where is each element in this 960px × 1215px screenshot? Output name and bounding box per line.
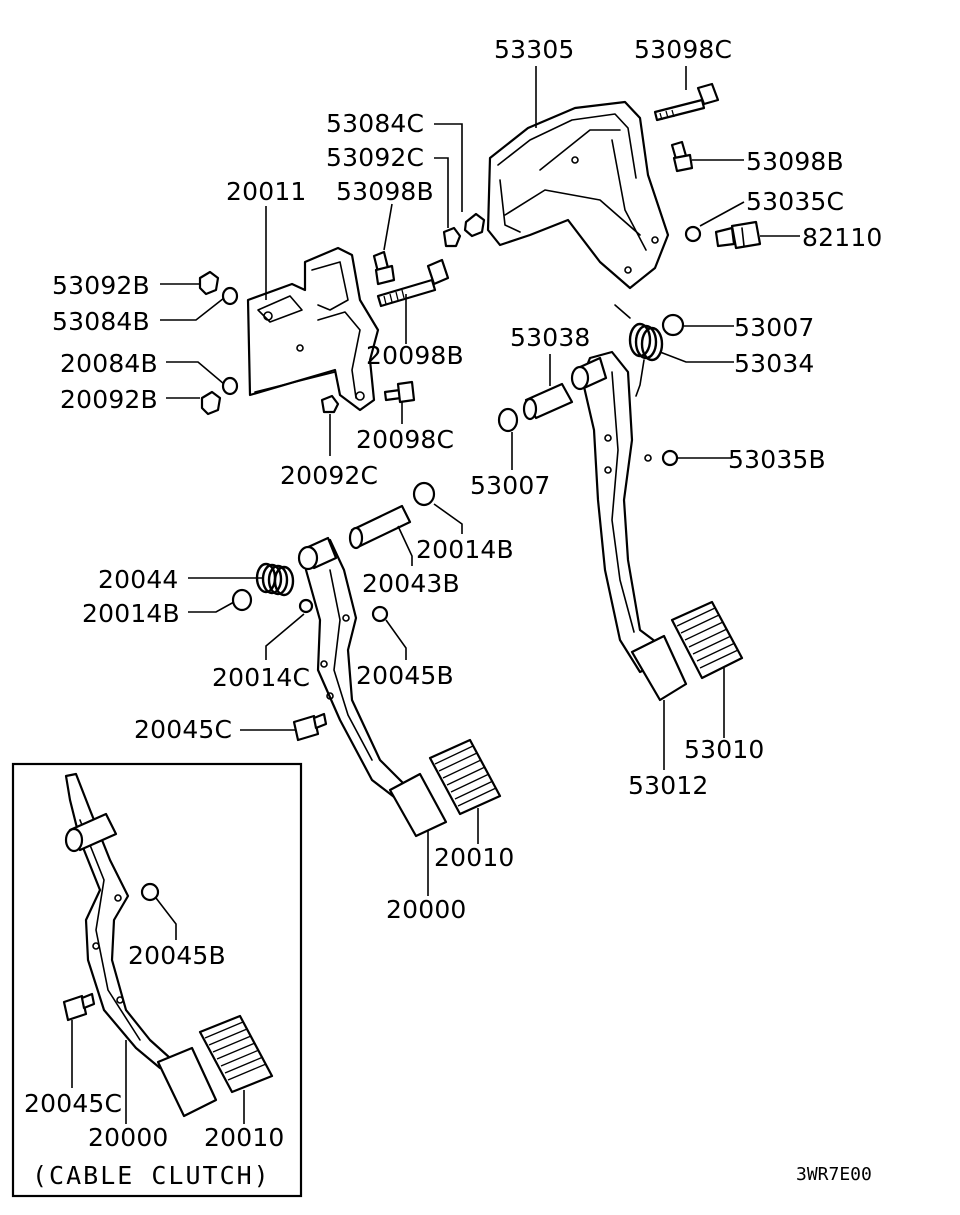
label-53035b: 53035B (728, 445, 826, 474)
nut-20092c (320, 394, 340, 414)
stopper-20045b (371, 605, 389, 623)
bushing-53007-left (497, 407, 519, 433)
label-20098c: 20098C (356, 425, 454, 454)
label-53007-left: 53007 (470, 471, 551, 500)
inset-clutch-pedal-lever (64, 772, 172, 1070)
bushing-20014c (298, 598, 314, 614)
bolt-53098b-left (372, 250, 396, 286)
label-20014b-left: 20014B (82, 599, 180, 628)
diagram-code: 3WR7E00 (796, 1164, 872, 1185)
leader-lines (160, 66, 800, 896)
label-53084c: 53084C (326, 109, 424, 138)
label-20098b: 20098B (366, 341, 464, 370)
clutch-pedal-boss (297, 536, 338, 571)
stopper-53035c (684, 225, 702, 243)
bushing-20014b-left (231, 588, 253, 612)
brake-pedal-boss (570, 356, 608, 391)
brake-pedal-pad (670, 600, 744, 680)
label-20000: 20000 (386, 895, 467, 924)
label-53098b-right: 53098B (746, 147, 844, 176)
stopper-53035b (661, 449, 679, 467)
inset-label-20045b: 20045B (128, 941, 226, 970)
nut-20092b (200, 390, 222, 416)
label-53034: 53034 (734, 349, 815, 378)
label-20092c: 20092C (280, 461, 378, 490)
inset-clutch-pedal-pad (198, 1014, 274, 1094)
label-20011: 20011 (226, 177, 307, 206)
bolt-53098c (653, 82, 720, 122)
label-53084b: 53084B (52, 307, 150, 336)
label-20045b: 20045B (356, 661, 454, 690)
label-53305: 53305 (494, 35, 575, 64)
label-20044: 20044 (98, 565, 179, 594)
sleeve-20043b (348, 504, 412, 550)
label-53012: 53012 (628, 771, 709, 800)
stop-lamp-switch (714, 220, 762, 250)
washer-20084b (221, 376, 239, 396)
bushing-53007-right (661, 313, 685, 337)
clutch-pedal-foot (388, 772, 448, 838)
label-53010: 53010 (684, 735, 765, 764)
label-20010: 20010 (434, 843, 515, 872)
nut-53092b (198, 270, 220, 296)
brake-pedal-foot (630, 634, 688, 702)
label-20014b-top: 20014B (416, 535, 514, 564)
inset-stopper-20045c (62, 992, 96, 1022)
label-20092b: 20092B (60, 385, 158, 414)
inset-label-20000: 20000 (88, 1123, 169, 1152)
label-53038: 53038 (510, 323, 591, 352)
bolt-20098b (376, 258, 450, 308)
clutch-pedal-bracket (246, 246, 380, 412)
label-53092b: 53092B (52, 271, 150, 300)
inset-frame (11, 762, 303, 1198)
label-20043b: 20043B (362, 569, 460, 598)
clutch-pedal-pad (428, 738, 502, 816)
inset-clutch-pedal-foot (156, 1046, 218, 1118)
cable-clutch-inset: 20045B 20045C 20000 20010 (CABLE CLUTCH) (11, 762, 303, 1198)
label-20014c: 20014C (212, 663, 310, 692)
return-spring-20044 (255, 562, 295, 597)
inset-label-20010: 20010 (204, 1123, 285, 1152)
return-spring-53034 (614, 304, 664, 397)
label-53007-right: 53007 (734, 313, 815, 342)
label-53098c: 53098C (634, 35, 732, 64)
brake-pedal-bracket (486, 100, 670, 290)
sleeve-53038 (522, 382, 574, 421)
bolt-53098b-right (670, 140, 694, 173)
label-53092c: 53092C (326, 143, 424, 172)
bushing-20014b-top (412, 481, 436, 507)
label-20045c: 20045C (134, 715, 232, 744)
nut-53092c (442, 226, 462, 248)
inset-boss (64, 812, 118, 853)
bolt-20098c (383, 380, 416, 404)
label-20084b: 20084B (60, 349, 158, 378)
brake-pedal-lever (580, 350, 667, 674)
inset-label-20045c: 20045C (24, 1089, 122, 1118)
label-53098b-top: 53098B (336, 177, 434, 206)
washer-53084b (221, 286, 239, 306)
inset-caption: (CABLE CLUTCH) (32, 1161, 271, 1190)
nut-53084c (463, 212, 486, 238)
label-82110: 82110 (802, 223, 883, 252)
inset-stopper-20045b (140, 882, 160, 902)
stopper-20045c (292, 712, 328, 742)
label-53035c: 53035C (746, 187, 844, 216)
